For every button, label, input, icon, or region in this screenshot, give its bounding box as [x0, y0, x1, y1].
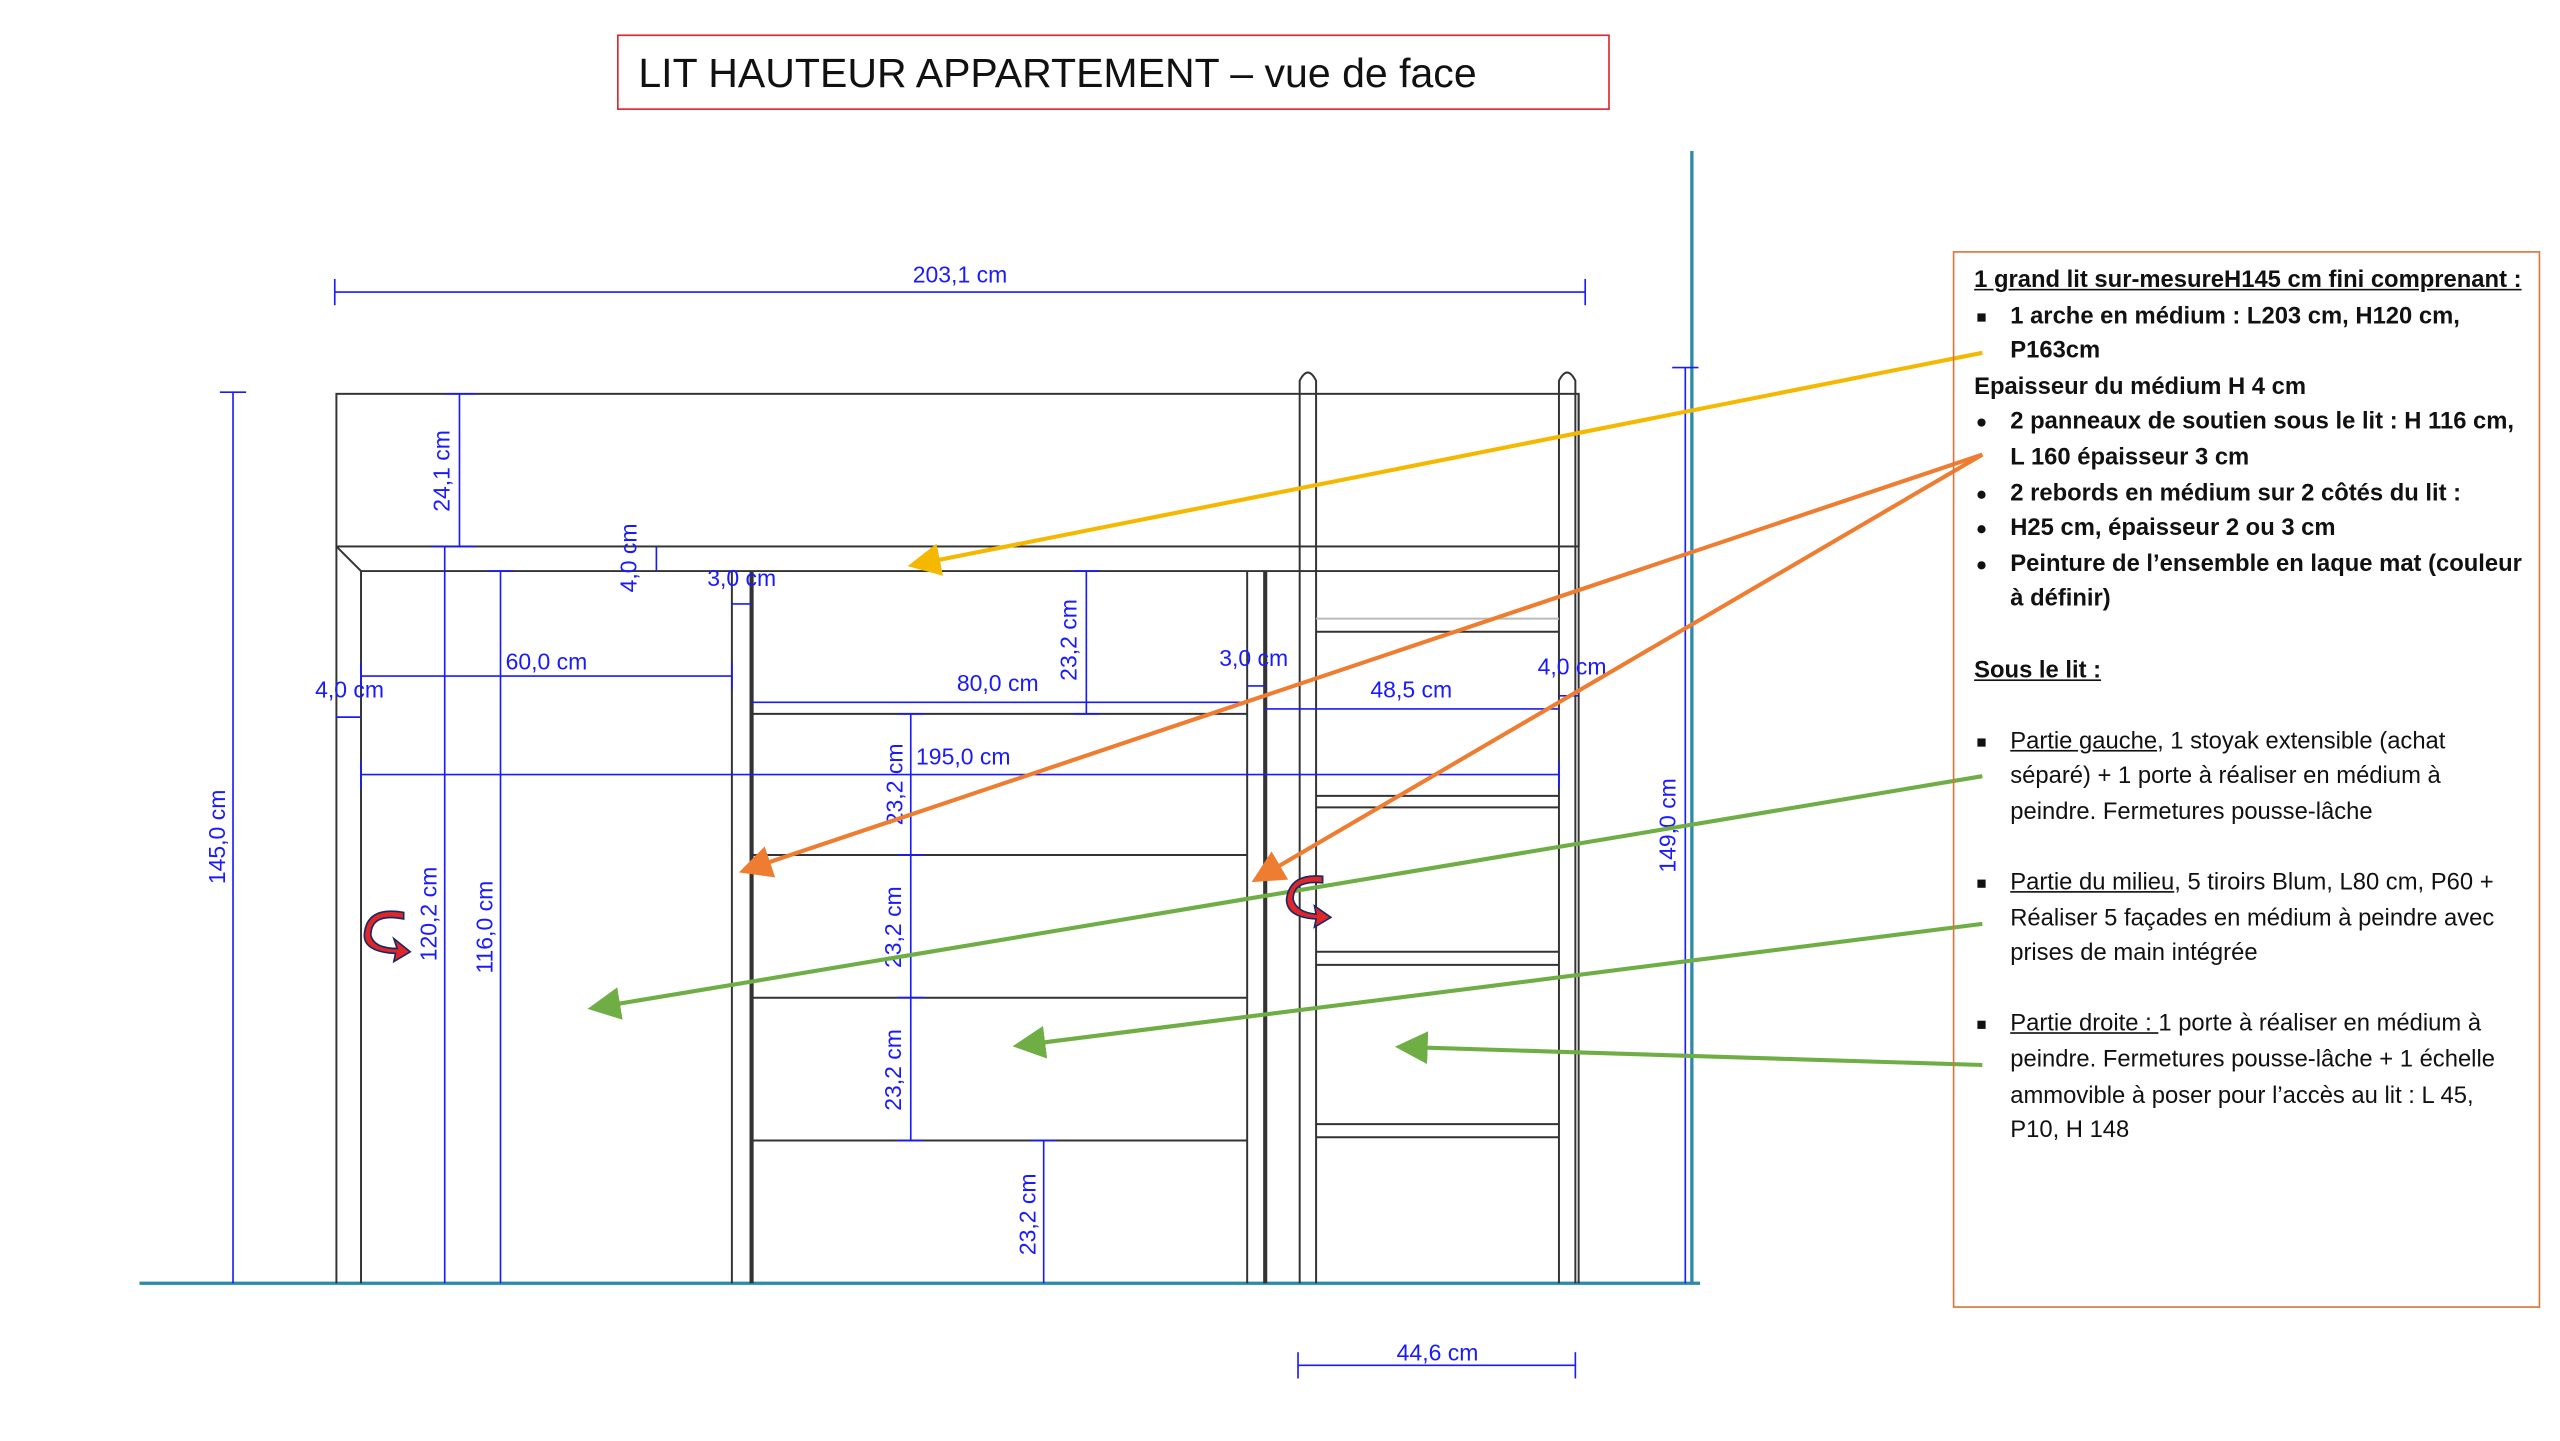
dim-arch-thickness: 4,0 cm: [616, 523, 642, 592]
callout-arrow-arch: [907, 350, 1983, 576]
dim-drawer-5: 23,2 cm: [1014, 1173, 1040, 1255]
dim-inner-width: 195,0 cm: [916, 744, 1010, 770]
callout-arrow-right-part: [1394, 1031, 1983, 1068]
spec-item-paint: Peinture de l’ensemble en laque mat (cou…: [1974, 548, 2522, 619]
under-item-middle: Partie du milieu, 5 tiroirs Blum, L80 cm…: [1974, 867, 2522, 973]
left-text: , 1 stoyak extensible (achat séparé) + 1…: [2010, 728, 2446, 826]
bed-structure: [335, 371, 1580, 1284]
door-opening-arrow-right-icon: [1285, 875, 1333, 929]
dim-arch-height: 120,2 cm: [416, 867, 442, 961]
left-label: Partie gauche: [2010, 728, 2158, 755]
dim-under-height: 116,0 cm: [471, 881, 497, 974]
dim-middle-width: 80,0 cm: [957, 670, 1039, 696]
right-text: 1 porte à réaliser en médium à peindre. …: [2010, 1011, 2495, 1145]
spec-item-ledge-size: H25 cm, épaisseur 2 ou 3 cm: [1974, 512, 2522, 547]
dim-drawer-4: 23,2 cm: [880, 1029, 906, 1111]
dim-drawer-3: 23,2 cm: [880, 886, 906, 968]
dim-total-height: 145,0 cm: [204, 790, 230, 884]
dim-top-drawer-height: 23,2 cm: [1055, 599, 1081, 681]
dim-left-panel-thickness: 3,0 cm: [707, 565, 776, 591]
page-title: LIT HAUTEUR APPARTEMENT – vue de face: [617, 34, 1610, 110]
under-item-left: Partie gauche, 1 stoyak extensible (acha…: [1974, 725, 2522, 831]
dim-ladder-width: 44,6 cm: [1397, 1339, 1479, 1365]
dimension-lines: [219, 278, 1699, 1379]
under-item-right: Partie droite : 1 porte à réaliser en mé…: [1974, 1008, 2522, 1150]
spec-item-ledges: 2 rebords en médium sur 2 côtés du lit :: [1974, 477, 2522, 512]
right-label: Partie droite :: [2010, 1011, 2159, 1038]
dim-right-leg-width: 4,0 cm: [1538, 653, 1607, 679]
dim-left-leg-width: 4,0 cm: [315, 676, 384, 702]
middle-label: Partie du milieu: [2010, 869, 2175, 897]
dim-right-panel-thickness: 3,0 cm: [1219, 645, 1288, 671]
callout-arrow-panel-left: [738, 452, 1983, 878]
dim-left-section-width: 60,0 cm: [506, 649, 588, 675]
spec-thickness-note: Epaisseur du médium H 4 cm: [1974, 373, 2307, 401]
dim-top-board-height: 24,1 cm: [429, 430, 455, 512]
specification-panel: 1 grand lit sur-mesureH145 cm fini compr…: [1952, 251, 2541, 1308]
dim-total-width: 203,1 cm: [913, 261, 1007, 287]
dim-drawer-2: 23,2 cm: [882, 744, 908, 826]
callout-arrow-panel-right: [1251, 452, 1984, 883]
door-opening-arrow-left-icon: [363, 910, 412, 964]
spec-item-arch: 1 arche en médium : L203 cm, H120 cm, P1…: [1974, 300, 2522, 371]
dim-right-section-width: 48,5 cm: [1370, 676, 1452, 702]
spec-item-panels: 2 panneaux de soutien sous le lit : H 11…: [1974, 406, 2522, 477]
callout-arrow-middle-part: [1012, 921, 1983, 1059]
middle-text: , 5 tiroirs Blum, L80 cm, P60 + Réaliser…: [2010, 869, 2495, 968]
under-bed-heading: Sous le lit :: [1974, 657, 2102, 684]
spec-heading: 1 grand lit sur-mesureH145 cm fini compr…: [1974, 267, 2522, 294]
